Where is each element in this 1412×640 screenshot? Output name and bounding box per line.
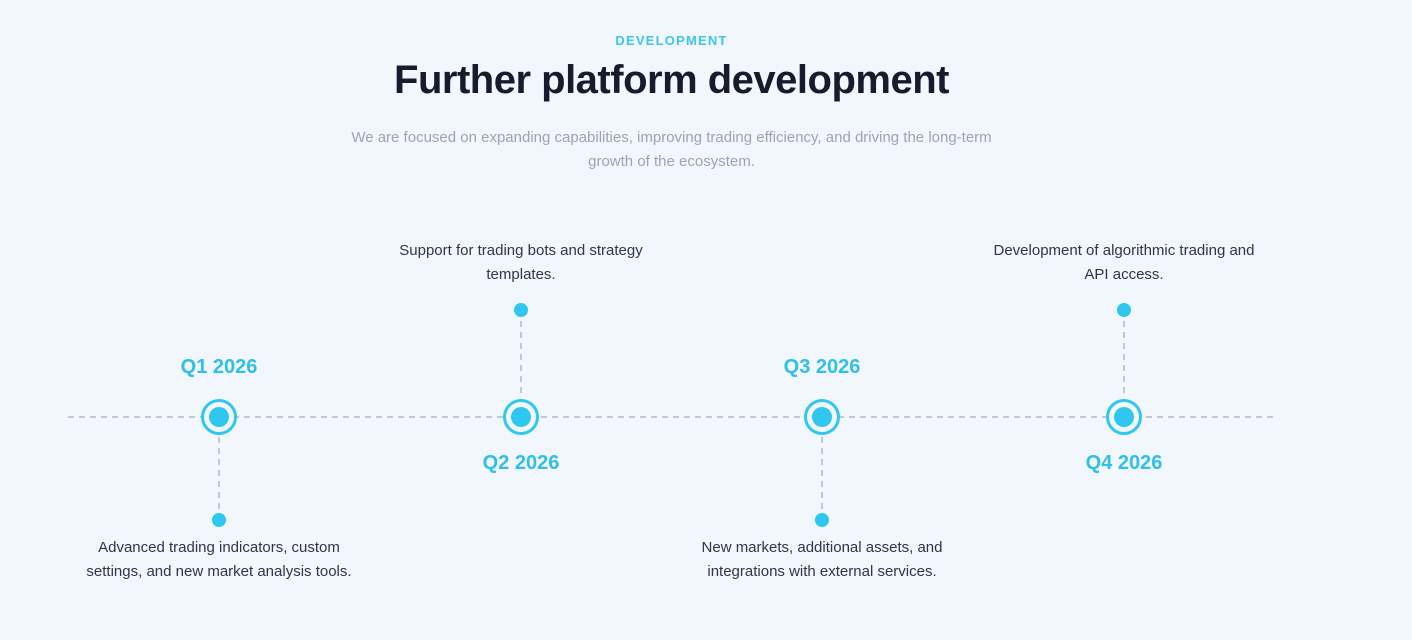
milestone-q4-2026: Development of algorithmic trading and A… bbox=[973, 0, 1275, 640]
connector-end-dot bbox=[212, 513, 226, 527]
milestone-label: Q1 2026 bbox=[180, 356, 258, 378]
connector-dashed-line bbox=[520, 321, 522, 395]
section-eyebrow: DEVELOPMENT bbox=[615, 33, 728, 48]
connector-dashed-line bbox=[218, 437, 220, 509]
timeline-node-icon bbox=[201, 399, 237, 435]
timeline-node-icon bbox=[1106, 399, 1142, 435]
milestone-q1-2026: Q1 2026 Advanced trading indicators, cus… bbox=[68, 0, 370, 640]
milestone-description: Support for trading bots and strategy te… bbox=[399, 242, 643, 283]
connector-end-dot bbox=[514, 303, 528, 317]
milestone-label: Q3 2026 bbox=[783, 356, 861, 378]
timeline-node-icon bbox=[503, 399, 539, 435]
timeline-node-dot bbox=[1114, 407, 1134, 427]
milestone-description: Development of algorithmic trading and A… bbox=[993, 242, 1255, 283]
connector-end-dot bbox=[1117, 303, 1131, 317]
section-subtitle: We are focused on expanding capabilities… bbox=[351, 129, 992, 170]
timeline: Q1 2026 Advanced trading indicators, cus… bbox=[68, 0, 1275, 640]
milestone-label: Q2 2026 bbox=[482, 452, 560, 474]
timeline-axis-line bbox=[68, 416, 1275, 418]
timeline-node-dot bbox=[812, 407, 832, 427]
roadmap-section: DEVELOPMENT Further platform development… bbox=[68, 0, 1275, 640]
milestone-description: Advanced trading indicators, custom sett… bbox=[86, 539, 352, 580]
connector-end-dot bbox=[815, 513, 829, 527]
milestone-q2-2026: Support for trading bots and strategy te… bbox=[370, 0, 672, 640]
timeline-node-icon bbox=[804, 399, 840, 435]
milestone-label: Q4 2026 bbox=[1085, 452, 1163, 474]
milestone-description: New markets, additional assets, and inte… bbox=[701, 539, 943, 580]
section-header: DEVELOPMENT Further platform development… bbox=[68, 0, 1275, 174]
milestone-q3-2026: Q3 2026 New markets, additional assets, … bbox=[671, 0, 973, 640]
page-title: Further platform development bbox=[394, 58, 949, 102]
timeline-node-dot bbox=[209, 407, 229, 427]
connector-dashed-line bbox=[821, 437, 823, 509]
connector-dashed-line bbox=[1123, 321, 1125, 395]
timeline-node-dot bbox=[511, 407, 531, 427]
